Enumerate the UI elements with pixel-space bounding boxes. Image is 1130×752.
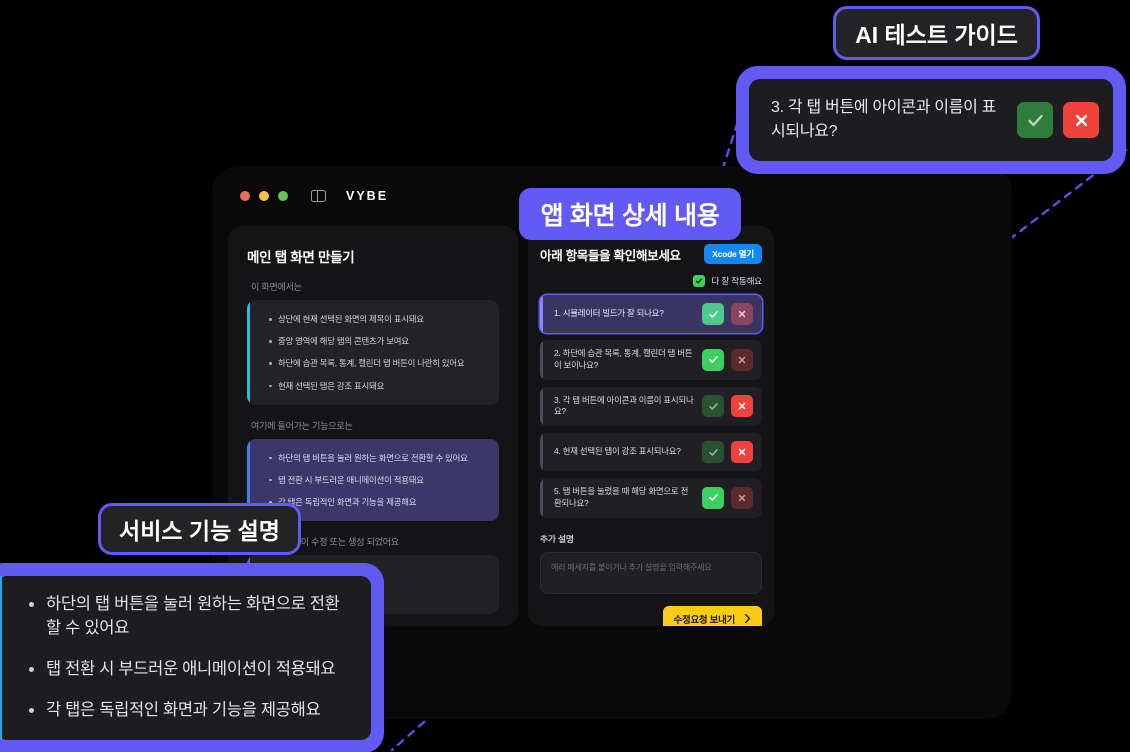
item-accent-bar: [540, 433, 543, 472]
open-xcode-button[interactable]: Xcode 열기: [704, 244, 762, 264]
check-icon: [708, 448, 718, 456]
maximize-button[interactable]: [278, 191, 288, 201]
checklist-item-text: 3. 각 탭 버튼에 아이콘과 이름이 표시되나요?: [554, 394, 694, 417]
left-panel-subtitle-2: 여기에 들어가는 기능으로는: [251, 420, 353, 431]
list-item: 탭 전환 시 부드러운 애니메이션이 적용돼요: [27, 658, 353, 682]
check-icon: [708, 310, 718, 318]
reject-button[interactable]: [1063, 102, 1099, 138]
question-text: 각 탭 버튼에 아이콘과 이름이 표시되나요?: [771, 99, 997, 140]
check-icon: [708, 356, 718, 364]
extra-description-input[interactable]: 에러 메세지를 붙이거나 추가 설명을 입력해주세요: [540, 551, 762, 594]
x-icon: [1075, 114, 1087, 126]
card-accent-bar: [247, 300, 250, 405]
item-accent-bar: [540, 386, 543, 427]
question-number: 3.: [771, 99, 784, 116]
all-ok-row[interactable]: 다 잘 작동해요: [528, 275, 774, 287]
sidebar-toggle-icon[interactable]: [311, 190, 326, 202]
item-accent-bar: [540, 340, 543, 380]
service-description-callout-inner: 하단의 탭 버튼을 눌러 원하는 화면으로 전환할 수 있어요 탭 전환 시 부…: [0, 576, 371, 740]
label-ai-test-guide: AI 테스트 가이드: [833, 6, 1040, 60]
service-description-list: 하단의 탭 버튼을 눌러 원하는 화면으로 전환할 수 있어요 탭 전환 시 부…: [27, 593, 353, 723]
list-item: 현재 선택된 탭은 강조 표시돼요: [267, 380, 485, 392]
ai-guide-question: 3. 각 탭 버튼에 아이콘과 이름이 표시되나요?: [771, 96, 1007, 144]
right-panel-header: 아래 항목들을 확인해보세요 Xcode 열기: [528, 244, 774, 264]
brand-logo: VYBE: [346, 189, 389, 203]
list-item: 중앙 영역에 해당 탭의 콘텐츠가 보여요: [267, 335, 485, 347]
list-item: 탭 전환 시 부드러운 애니메이션이 적용돼요: [267, 474, 485, 486]
right-panel: 아래 항목들을 확인해보세요 Xcode 열기 다 잘 작동해요 1. 시뮬레이…: [528, 226, 774, 626]
callout-accent-bar: [0, 576, 2, 740]
approve-button[interactable]: [702, 303, 724, 325]
screen-description-card: 상단에 현재 선택된 화면의 제목이 표시돼요 중앙 영역에 해당 탭의 콘텐츠…: [247, 300, 499, 405]
ai-guide-question-row: 3. 각 탭 버튼에 아이콘과 이름이 표시되나요?: [771, 96, 1099, 144]
checklist-item-2[interactable]: 2. 하단에 습관 목록, 통계, 캘린더 탭 버튼이 보이나요?: [540, 340, 762, 380]
check-icon: [1027, 114, 1043, 126]
left-panel-title: 메인 탭 화면 만들기: [247, 250, 355, 265]
list-item: 하단에 습관 목록, 통계, 캘린더 탭 버튼이 나란히 있어요: [267, 357, 485, 369]
ai-guide-callout-inner: 3. 각 탭 버튼에 아이콘과 이름이 표시되나요?: [749, 79, 1113, 161]
minimize-button[interactable]: [259, 191, 269, 201]
check-icon: [708, 494, 718, 502]
list-item: 각 탭은 독립적인 화면과 기능을 제공해요: [27, 699, 353, 723]
checklist-item-text: 1. 시뮬레이터 빌드가 잘 되나요?: [554, 308, 664, 319]
service-description-callout: 하단의 탭 버튼을 눌러 원하는 화면으로 전환할 수 있어요 탭 전환 시 부…: [0, 563, 384, 752]
x-icon: [738, 403, 746, 410]
check-icon: [696, 278, 703, 284]
check-icon: [708, 402, 718, 410]
all-ok-checkbox[interactable]: [693, 275, 706, 287]
item-accent-bar: [540, 295, 543, 333]
chevron-right-icon: [745, 613, 751, 624]
x-icon: [738, 356, 746, 363]
list-item: 각 탭은 독립적인 화면과 기능을 제공해요: [267, 496, 485, 508]
x-icon: [738, 310, 746, 318]
submit-label: 수정요청 보내기: [673, 614, 736, 626]
item-accent-bar: [540, 478, 543, 518]
checklist: 1. 시뮬레이터 빌드가 잘 되나요? 2. 하단에 습관 목록, 통계, 캘린…: [528, 295, 774, 518]
reject-button[interactable]: [731, 348, 753, 371]
right-panel-title: 아래 항목들을 확인해보세요: [540, 248, 681, 263]
checklist-item-text: 2. 하단에 습관 목록, 통계, 캘린더 탭 버튼이 보이나요?: [554, 348, 693, 370]
approve-button[interactable]: [702, 441, 724, 464]
checklist-item-4[interactable]: 4. 현재 선택된 탭이 강조 표시되나요?: [540, 433, 762, 472]
approve-button[interactable]: [1017, 102, 1053, 138]
list-item: 하단의 탭 버튼을 눌러 원하는 화면으로 전환할 수 있어요: [267, 452, 485, 464]
feature-description-list: 하단의 탭 버튼을 눌러 원하는 화면으로 전환할 수 있어요 탭 전환 시 부…: [267, 452, 485, 509]
checklist-item-1[interactable]: 1. 시뮬레이터 빌드가 잘 되나요?: [540, 295, 762, 333]
x-icon: [738, 494, 746, 502]
approve-button[interactable]: [702, 395, 724, 418]
close-button[interactable]: [240, 191, 250, 201]
list-item: 하단의 탭 버튼을 눌러 원하는 화면으로 전환할 수 있어요: [27, 593, 353, 641]
left-panel-subtitle-1: 이 화면에서는: [251, 282, 302, 292]
reject-button[interactable]: [731, 303, 753, 325]
label-service-description: 서비스 기능 설명: [98, 503, 301, 555]
approve-button[interactable]: [702, 348, 724, 371]
checklist-item-5[interactable]: 5. 탭 버튼을 눌렀을 때 해당 화면으로 전환되나요?: [540, 478, 762, 518]
approve-button[interactable]: [702, 486, 724, 509]
reject-button[interactable]: [731, 441, 753, 464]
checklist-item-text: 5. 탭 버튼을 눌렀을 때 해당 화면으로 전환되나요?: [554, 486, 689, 508]
checklist-item-text: 4. 현재 선택된 탭이 강조 표시되나요?: [554, 446, 681, 457]
reject-button[interactable]: [731, 395, 753, 418]
window-titlebar: VYBE: [212, 166, 1012, 226]
screen-description-list: 상단에 현재 선택된 화면의 제목이 표시돼요 중앙 영역에 해당 탭의 콘텐츠…: [267, 313, 485, 392]
send-fix-request-button[interactable]: 수정요청 보내기: [662, 605, 762, 626]
all-ok-label: 다 잘 작동해요: [711, 276, 762, 286]
reject-button[interactable]: [731, 486, 753, 509]
ai-guide-callout: 3. 각 탭 버튼에 아이콘과 이름이 표시되나요?: [736, 66, 1126, 174]
checklist-item-3[interactable]: 3. 각 탭 버튼에 아이콘과 이름이 표시되나요?: [540, 386, 762, 427]
submit-row: 수정요청 보내기: [528, 605, 774, 626]
extra-description-label: 추가 설명: [540, 533, 574, 544]
label-app-screen-detail: 앱 화면 상세 내용: [519, 188, 741, 240]
x-icon: [738, 448, 746, 456]
list-item: 상단에 현재 선택된 화면의 제목이 표시돼요: [267, 313, 485, 325]
